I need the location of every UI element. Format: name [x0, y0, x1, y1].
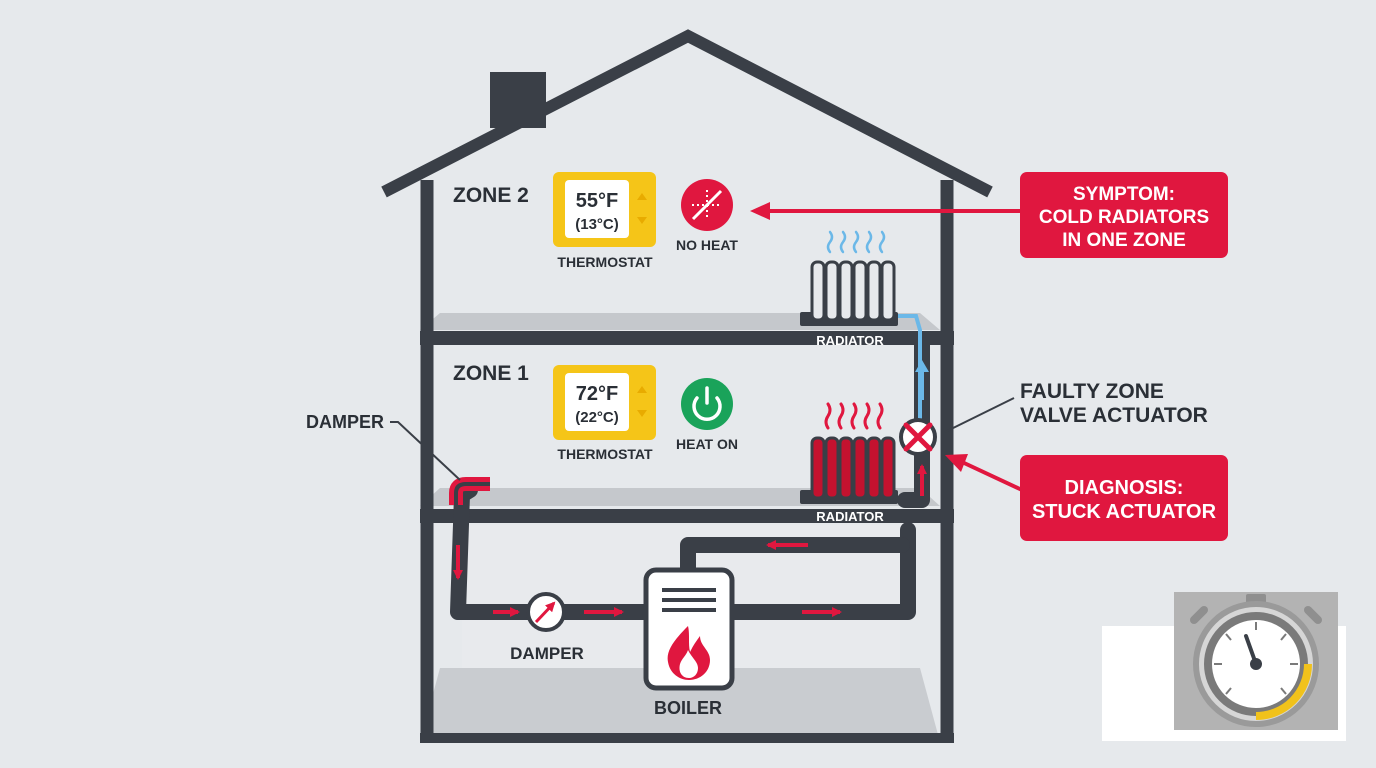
- faulty-zone-valve: [899, 418, 937, 456]
- flow-arrows: [453, 464, 927, 617]
- damper-callout-label: DAMPER: [306, 412, 384, 432]
- zone1-thermostat: [553, 365, 656, 440]
- boiler-label: BOILER: [654, 698, 722, 718]
- heat-wave-icon: [824, 402, 884, 430]
- zone2-thermostat-label: THERMOSTAT: [557, 254, 653, 270]
- symptom-line2: COLD RADIATORS: [1039, 207, 1209, 228]
- zone2-radiator: [800, 260, 898, 326]
- no-heat-icon: [681, 179, 733, 231]
- house-structure: [381, 29, 993, 743]
- chevron-down-icon: [637, 410, 647, 417]
- symptom-line3: IN ONE ZONE: [1062, 230, 1186, 251]
- diagnosis-line2: STUCK ACTUATOR: [1032, 501, 1217, 523]
- chevron-up-icon: [637, 386, 647, 393]
- flame-icon: [667, 626, 710, 680]
- speedometer-icon: [1190, 594, 1322, 727]
- valve-label-line1: FAULTY ZONE: [1020, 380, 1164, 403]
- damper-pipe-elbow: [449, 477, 490, 505]
- zone1-radiator-label: RADIATOR: [816, 509, 884, 524]
- valve-label-line2: VALVE ACTUATOR: [1020, 404, 1208, 427]
- cold-flow-arrow: [915, 360, 929, 400]
- zone1-status-label: HEAT ON: [676, 436, 738, 452]
- zone1-temp-c: (22°C): [575, 409, 619, 426]
- diagnosis-line1: DIAGNOSIS:: [1065, 477, 1184, 499]
- damper-gauge: [526, 592, 566, 632]
- zone2-radiator-label: RADIATOR: [816, 333, 884, 348]
- callout-arrows: [750, 202, 1023, 492]
- power-on-icon: [681, 378, 733, 430]
- fault-x-icon: [903, 422, 933, 452]
- symptom-callout: [1020, 172, 1228, 258]
- leader-lines: [390, 397, 1015, 481]
- gauge-tile: [1174, 592, 1338, 730]
- zone1-thermostat-label: THERMOSTAT: [557, 446, 653, 462]
- zone2-status-label: NO HEAT: [676, 237, 738, 253]
- diagnosis-callout: [1020, 455, 1228, 541]
- chevron-up-icon: [637, 193, 647, 200]
- zone1-radiator: [800, 436, 898, 504]
- zone1-label: ZONE 1: [453, 362, 529, 385]
- chevron-down-icon: [637, 217, 647, 224]
- zone2-thermostat: [553, 172, 656, 247]
- zone2-label: ZONE 2: [453, 184, 529, 207]
- damper-gauge-label: DAMPER: [510, 644, 584, 663]
- zone1-temp-f: 72°F: [576, 383, 618, 405]
- zone2-temp-f: 55°F: [576, 190, 618, 212]
- cold-wave-icon: [826, 230, 886, 254]
- boiler: [643, 567, 735, 691]
- zone2-temp-c: (13°C): [575, 216, 619, 233]
- symptom-line1: SYMPTOM:: [1073, 184, 1175, 205]
